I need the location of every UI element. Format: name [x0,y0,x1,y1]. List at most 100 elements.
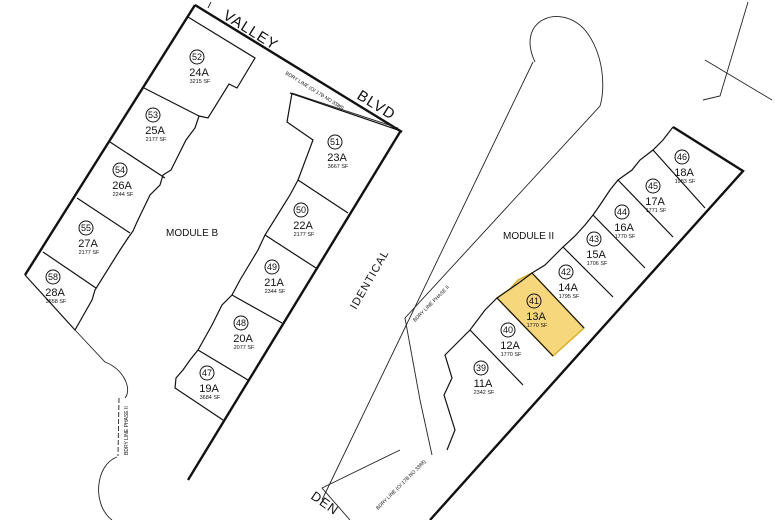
unit-label: 12A [500,340,520,352]
parcel-number: 46 [677,152,687,162]
parcel-number: 39 [476,363,486,373]
unit-label: 27A [78,238,98,250]
parcel-number-circle [78,220,94,236]
module-b-left-block-lots [24,16,256,332]
valley-blvd-line [194,3,403,134]
parcel-number: 58 [48,272,58,282]
property-line [702,1,749,101]
unit-area: 1770 SF [501,352,522,358]
unit-area: 2244 SF [113,192,134,198]
parcel-number-circle [233,315,249,331]
lot-line [652,149,706,209]
parcel-number-circle [189,49,205,65]
unit-area: 1706 SF [587,261,608,267]
parcel-number: 54 [115,165,125,175]
unit-label: 15A [586,249,606,261]
module-ii-frontage [429,125,745,520]
module-b-left-block-outline [23,4,197,276]
unit-label: 21A [264,277,284,289]
lot-line [197,349,249,381]
property-line [704,59,773,101]
unit-area: 2077 SF [234,345,255,351]
unit-area: 3215 SF [190,79,211,85]
parcel-number-circle [586,231,602,247]
street-label-identical: IDENTICAL [348,248,392,312]
parcel-number: 44 [617,207,627,217]
street-label-valley: VALLEY [220,7,281,54]
unit-area: 3667 SF [328,164,349,170]
unit-label: 23A [327,152,347,164]
parcel-number: 47 [202,368,212,378]
unit-label: 26A [112,180,132,192]
boundary-label: BDRY LINE (O/ 17B NO 3388) [375,459,427,511]
lot-line [264,234,317,269]
parcel-number-circle [526,293,542,309]
tick-mark [207,1,212,9]
lot-line [496,297,554,357]
parcel-number-circle [264,259,280,275]
unit-label: 18A [674,167,694,179]
parcel-number-circle [473,360,489,376]
unit-label: 17A [645,196,665,208]
parcel-number-circle [327,134,343,150]
boundary-phase-ii [74,329,129,399]
parcel-number-circle [199,365,215,381]
unit-label: 19A [199,383,219,395]
module-b-right-block-frontage [186,131,402,481]
lot-line [562,246,614,298]
lot-line [42,251,97,289]
parcel-number: 48 [236,318,246,328]
unit-area: 3558 SF [46,299,67,305]
unit-area: 2177 SF [294,232,315,238]
unit-label: 16A [614,222,634,234]
parcel-number: 45 [648,181,658,191]
unit-label: 11A [474,378,493,390]
unit-area: 1770 SF [527,323,548,329]
parcel-number: 51 [330,137,340,147]
unit-label: 28A [45,287,65,299]
parcel-number-circle [145,107,161,123]
parcel-number-circle [558,264,574,280]
parcel-number: 53 [148,110,158,120]
parcel-number-circle [645,178,661,194]
boundary-label: BDRY LINE PHASE II [124,406,130,455]
unit-label: 24A [189,67,209,79]
lot-line [231,294,283,324]
unit-area: 1770 SF [615,234,636,240]
parcel-number-circle [614,204,630,220]
road-edge [321,16,604,520]
lot-line [109,141,166,179]
lot-line [143,87,200,117]
module-b-right-block-lots [289,92,399,131]
parcel-number: 42 [561,267,571,277]
boundary-curve [98,456,118,520]
unit-label: 14A [558,282,578,294]
parcel-number-circle [674,149,690,165]
unit-area: 1795 SF [559,294,580,300]
boundary-dashed [117,397,120,457]
parcel-number-circle [112,162,128,178]
module-ii-label: MODULE II [503,231,554,242]
parcel-number: 40 [503,325,513,335]
parcel-number-circle [293,202,309,218]
unit-area: 1771 SF [646,208,667,214]
